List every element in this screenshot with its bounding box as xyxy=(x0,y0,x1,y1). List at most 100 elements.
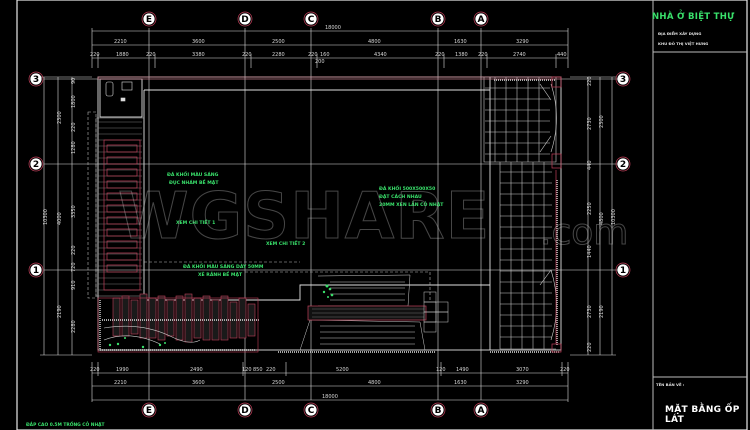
dim-text: 200 xyxy=(315,59,325,65)
dim-text: 2190 xyxy=(599,305,605,318)
grid-bubbles-right: 3 2 1 xyxy=(615,71,631,278)
dim-text: 2280 xyxy=(272,52,285,58)
note-detail-1: XEM CHI TIẾT 1 xyxy=(176,218,215,226)
note-light-stone: ĐÁ KHỐI MÀU SÁNG xyxy=(167,170,219,178)
dim-text: 3380 xyxy=(192,52,205,58)
svg-text:3: 3 xyxy=(620,75,626,85)
dim-text: 2730 xyxy=(587,305,593,318)
dim-text: 220 xyxy=(435,52,445,58)
note-stone-500: ĐÁ KHỐI 500X500X50 xyxy=(379,184,435,192)
dim-text: 3600 xyxy=(192,39,205,45)
dim-text: 910 xyxy=(71,280,77,290)
dim-text: 5200 xyxy=(336,367,349,373)
dim-text: 220 xyxy=(90,367,100,373)
note-raised-grass: ĐẮP CAO 0.5M TRỒNG CỎ NHẬT xyxy=(26,423,105,428)
dim-text: 4800 xyxy=(368,380,381,386)
dim-text: 220 xyxy=(90,52,100,58)
svg-text:C: C xyxy=(308,406,315,416)
svg-text:D: D xyxy=(241,15,248,25)
dim-text: 160 xyxy=(320,52,330,58)
dim-text: 2300 xyxy=(599,115,605,128)
project-title: NHÀ Ở BIỆT THỰ xyxy=(652,12,735,22)
svg-text:2: 2 xyxy=(33,160,39,170)
dim-text: 850 xyxy=(253,367,263,373)
note-stone-50mm: ĐÁ KHỐI MÀU SÁNG DÀY 50MM xyxy=(183,262,264,270)
svg-text:1: 1 xyxy=(620,266,626,276)
svg-text:A: A xyxy=(478,15,485,25)
dim-text: 2740 xyxy=(513,52,526,58)
dim-text: 1880 xyxy=(116,52,129,58)
grid-bubbles-bottom: E D C B A xyxy=(141,402,489,418)
svg-text:B: B xyxy=(435,406,442,416)
note-spacing: ĐẶT CÁCH NHAU xyxy=(379,193,422,200)
dim-text: 220 xyxy=(560,367,570,373)
watermark-suffix: .com xyxy=(539,212,629,254)
dim-text: 4800 xyxy=(368,39,381,45)
dim-text: 440 xyxy=(587,160,593,170)
dim-text: 220 xyxy=(587,76,593,86)
dim-text: 720 xyxy=(71,262,77,272)
drawing-name-label: TÊN BẢN VẼ : xyxy=(656,382,685,387)
dim-text: 10300 xyxy=(611,209,617,225)
dim-text: 120 xyxy=(242,367,252,373)
dim-text: 2500 xyxy=(272,380,285,386)
dim-text: 2730 xyxy=(587,117,593,130)
note-rough-surface: ĐỤC NHÁM BỀ MẶT xyxy=(169,177,219,186)
dim-text: 1440 xyxy=(587,245,593,258)
dim-text: 2280 xyxy=(71,320,77,333)
dim-text: 220 xyxy=(71,122,77,132)
dim-text: 2490 xyxy=(190,367,203,373)
watermark: WGSHARE xyxy=(117,180,491,255)
dim-text: 3350 xyxy=(71,205,77,218)
dim-bottom-overall: 18000 xyxy=(322,394,338,400)
dim-text: 3070 xyxy=(516,367,529,373)
svg-text:C: C xyxy=(308,15,315,25)
svg-text:3: 3 xyxy=(33,75,39,85)
grid-bubbles-left: 3 2 1 xyxy=(28,71,44,278)
note-detail-2: XEM CHI TIẾT 2 xyxy=(266,239,305,247)
svg-text:A: A xyxy=(478,406,485,416)
dim-text: 1380 xyxy=(455,52,468,58)
svg-text:E: E xyxy=(146,406,152,416)
dim-text: 2250 xyxy=(587,202,593,215)
dim-text: 1990 xyxy=(116,367,129,373)
dim-text: 2210 xyxy=(114,380,127,386)
grid-bubbles-top: E D C B A xyxy=(141,11,489,27)
dim-text: 10300 xyxy=(43,209,49,225)
dim-text: 4340 xyxy=(374,52,387,58)
drawing-name: MẶT BẰNG ỐP LÁT xyxy=(665,405,740,425)
svg-text:2: 2 xyxy=(620,160,626,170)
dim-text: 3290 xyxy=(516,39,529,45)
dim-text: 2210 xyxy=(114,39,127,45)
dim-text: 1630 xyxy=(454,380,467,386)
sheet-border xyxy=(16,0,748,430)
location-label: ĐỊA ĐIỂM XÂY DỰNG xyxy=(658,31,702,36)
dim-text: 2500 xyxy=(272,39,285,45)
dim-text: 3600 xyxy=(192,380,205,386)
svg-text:D: D xyxy=(241,406,248,416)
dim-text: 1800 xyxy=(71,95,77,108)
dim-text: 90 xyxy=(71,78,77,84)
svg-text:1: 1 xyxy=(33,266,39,276)
dim-text: 220 xyxy=(242,52,252,58)
dim-text: 1630 xyxy=(454,39,467,45)
dim-text: 1490 xyxy=(456,367,469,373)
dim-text: 1280 xyxy=(71,141,77,154)
dim-text: 120 xyxy=(436,367,446,373)
dim-text: 220 xyxy=(146,52,156,58)
dim-text: 220 xyxy=(308,52,318,58)
note-grooved-surface: XẺ RÃNH BỀ MẶT xyxy=(198,269,243,278)
dim-top-overall: 18000 xyxy=(325,25,341,31)
dim-text: 220 xyxy=(478,52,488,58)
dim-text: 220 xyxy=(266,367,276,373)
dim-text: 4000 xyxy=(57,212,63,225)
dim-text: 2300 xyxy=(57,111,63,124)
dim-text: 4800 xyxy=(599,212,605,225)
note-grass: 20MM XEN LẪN CỎ NHẬT xyxy=(379,200,444,208)
dim-text: 3290 xyxy=(516,380,529,386)
location-value: KHU ĐÔ THỊ VIỆT HƯNG xyxy=(658,41,709,46)
dim-text: 220 xyxy=(587,342,593,352)
dim-text: 440 xyxy=(557,52,567,58)
